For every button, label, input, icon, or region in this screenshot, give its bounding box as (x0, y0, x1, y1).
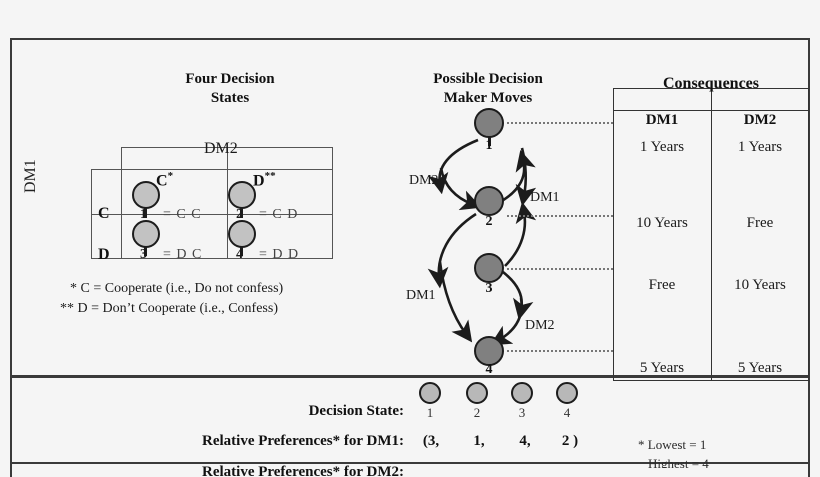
bottom-divider (10, 375, 810, 378)
footer-state-number-3: 3 (518, 405, 526, 420)
matrix-cell-equation-3: = D C (163, 247, 203, 262)
footer-state-circle-4 (556, 382, 578, 404)
possible-moves-heading: Possible Decision Maker Moves (398, 70, 578, 108)
footer-preference-dm1-value-2: 1, (473, 433, 485, 449)
move-node-2[interactable] (474, 186, 504, 216)
matrix-node-1 (132, 181, 160, 209)
matrix-cell-number-1: 1 (140, 207, 147, 222)
moves-heading-line-2: Maker Moves (443, 90, 533, 106)
move-node-4[interactable] (474, 336, 504, 366)
matrix-node-3 (132, 220, 160, 248)
outer-frame (10, 38, 810, 477)
footer-preferences-dm2-label: Relative Preferences* for DM2: (202, 464, 404, 477)
move-node-label-3: 3 (485, 281, 493, 296)
consequences-cell-dm2-row1: 1 Years (737, 139, 783, 155)
matrix-col-axis-label: DM2 (204, 140, 238, 157)
legend-note-cooperate: * C = Cooperate (i.e., Do not confess) (70, 281, 284, 296)
consequences-cell-dm1-row2: 10 Years (636, 215, 688, 231)
move-node-stem-1 (488, 136, 491, 146)
matrix-stem-2 (240, 207, 243, 218)
footer-decision-state-label: Decision State: (308, 403, 404, 419)
edge-label-right-lower: DM2 (525, 318, 555, 333)
matrix-stem-1 (144, 207, 147, 218)
matrix-cell-equation-4: = D D (259, 247, 300, 262)
heading-line-2: States (210, 90, 250, 106)
dot-connector-2 (507, 215, 613, 217)
matrix-col-header-c: C* (156, 170, 173, 190)
move-node-1[interactable] (474, 108, 504, 138)
footer-divider (10, 462, 810, 464)
matrix-horizontal-divider (91, 214, 333, 215)
matrix-node-2 (228, 181, 256, 209)
matrix-vertical-divider (227, 147, 228, 259)
footer-state-number-2: 2 (473, 405, 481, 420)
matrix-cell-number-2: 2 (236, 207, 243, 222)
consequences-column-header-dm2: DM2 (743, 112, 777, 128)
footer-preferences-dm1-label: Relative Preferences* for DM1: (202, 433, 404, 449)
edge-label-right-upper: DM1 (530, 190, 560, 205)
dot-connector-1 (507, 122, 613, 124)
matrix-stem-4 (240, 246, 243, 256)
matrix-node-4 (228, 220, 256, 248)
consequences-header-divider (613, 110, 809, 111)
move-node-label-2: 2 (485, 214, 493, 229)
move-node-3[interactable] (474, 253, 504, 283)
consequences-cell-dm1-row3: Free (648, 277, 676, 293)
edge-label-left-lower: DM1 (406, 288, 436, 303)
consequences-cell-dm2-row2: Free (746, 215, 774, 231)
consequences-column-header-dm1: DM1 (645, 112, 679, 128)
col-header-c-text: C (156, 172, 168, 190)
four-decision-states-heading: Four Decision States (120, 70, 340, 108)
legend-note-defect: ** D = Don’t Cooperate (i.e., Confess) (60, 301, 278, 316)
consequences-column-divider (711, 88, 712, 381)
dot-connector-4 (507, 350, 613, 352)
consequences-cell-dm1-row1: 1 Years (639, 139, 685, 155)
matrix-row-axis-label: DM1 (22, 159, 39, 193)
matrix-stem-3 (144, 246, 147, 256)
matrix-cell-number-3: 3 (140, 247, 147, 262)
footer-state-circle-3 (511, 382, 533, 404)
consequences-title: Consequences (662, 75, 759, 92)
consequences-cell-dm1-row4: 5 Years (639, 360, 685, 376)
footer-state-number-4: 4 (563, 405, 571, 420)
matrix-cell-equation-1: = C C (163, 207, 202, 222)
col-header-d-mark: ** (264, 170, 276, 182)
dot-connector-3 (507, 268, 613, 270)
move-node-label-1: 1 (485, 138, 493, 153)
footer-state-circle-2 (466, 382, 488, 404)
footer-preference-dm1-value-3: 4, (519, 433, 531, 449)
move-node-label-4: 4 (485, 362, 493, 377)
edge-label-left-upper: DM2 (409, 173, 439, 188)
matrix-col-header-d: D** (253, 170, 276, 190)
footer-state-number-1: 1 (426, 405, 434, 420)
col-header-d-text: D (253, 172, 265, 190)
matrix-cell-number-4: 4 (236, 247, 243, 262)
matrix-row-header-d: D (98, 246, 110, 263)
matrix-cell-equation-2: = C D (259, 207, 299, 222)
consequences-cell-dm2-row4: 5 Years (737, 360, 783, 376)
footer-preference-dm1-value-1: (3, (422, 433, 440, 449)
matrix-row-header-c: C (98, 205, 110, 222)
footnote-highest: Highest = 4 (648, 456, 709, 468)
col-header-c-mark: * (167, 170, 174, 182)
footer-state-circle-1 (419, 382, 441, 404)
consequences-cell-dm2-row3: 10 Years (734, 277, 786, 293)
heading-line-1: Four Decision (185, 71, 275, 87)
footnote-lowest: * Lowest = 1 (638, 437, 707, 452)
footer-preference-dm1-value-4: 2 ) (561, 433, 579, 449)
moves-heading-line-1: Possible Decision (433, 71, 543, 87)
